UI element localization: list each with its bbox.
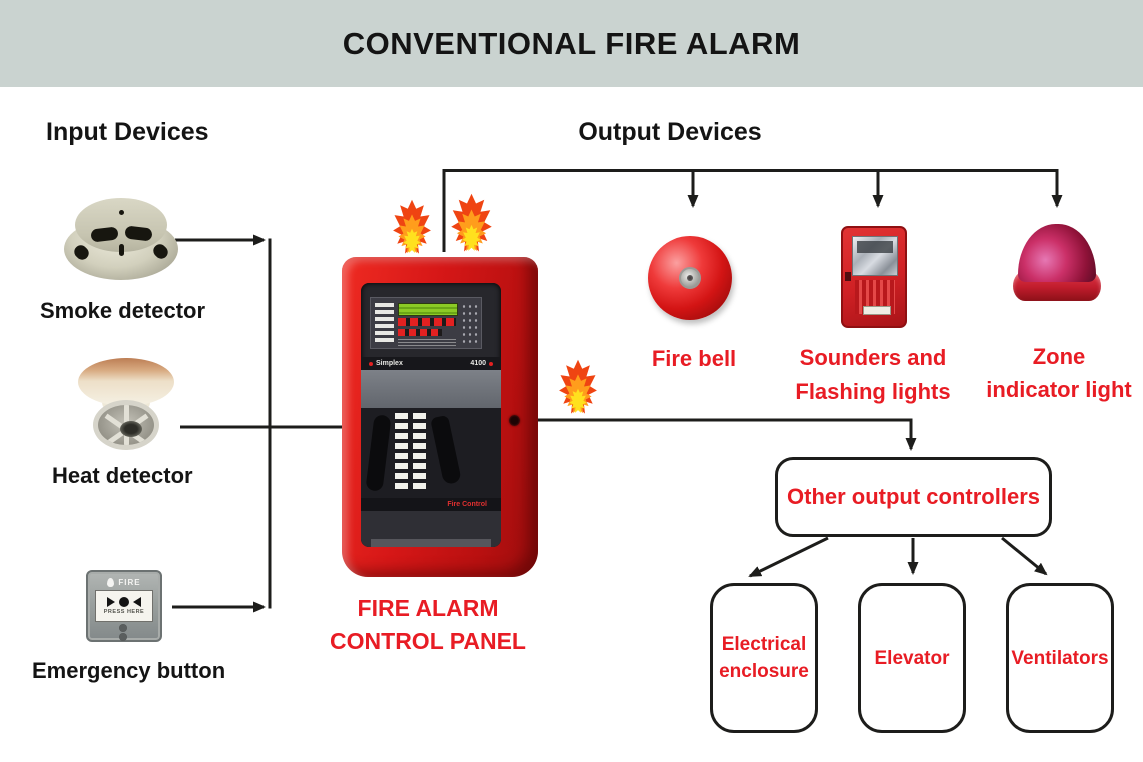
emergency-button-image: FIRE PRESS HERE (86, 570, 162, 642)
flame-icon (107, 577, 115, 587)
panel-lcd-display (398, 303, 458, 316)
panel-model-text: 4100 (470, 360, 486, 367)
elevator-box: Elevator (858, 583, 966, 733)
input-devices-heading: Input Devices (46, 118, 209, 146)
title-bar: CONVENTIONAL FIRE ALARM (0, 0, 1143, 87)
page-title: CONVENTIONAL FIRE ALARM (342, 25, 801, 61)
sounders-label: Sounders and Flashing lights (795, 345, 951, 404)
ventilators-box: Ventilators (1006, 583, 1114, 733)
keyhole-icon (509, 415, 520, 426)
panel-brand-text: Simplex (376, 360, 403, 367)
heat-detector-label: Heat detector (52, 463, 193, 488)
flame-icon (391, 196, 433, 258)
output-devices-heading: Output Devices (578, 118, 762, 146)
fire-control-text: Fire Control (447, 501, 487, 508)
flame-icon (557, 355, 599, 419)
sounder-strobe-image (841, 226, 907, 328)
fire-bell-image (648, 236, 732, 320)
electrical-enclosure-box: Electrical enclosure (710, 583, 818, 733)
smoke-detector-label: Smoke detector (40, 298, 206, 323)
zone-light-label: Zone indicator light (986, 344, 1132, 402)
smoke-detector-image (64, 198, 180, 282)
telephone-handset (430, 414, 462, 486)
flame-icon (449, 188, 494, 258)
press-here-text: PRESS HERE (103, 609, 145, 615)
fire-bell-label: Fire bell (651, 346, 737, 371)
press-target-icon (96, 597, 152, 607)
emergency-button-label: Emergency button (32, 658, 226, 683)
telephone-handset (365, 414, 392, 492)
zone-indicator-light-image (1013, 224, 1101, 310)
heat-detector-image (78, 358, 174, 452)
control-panel-label: FIRE ALARM CONTROL PANEL (330, 595, 526, 654)
call-point-fire-text: FIRE (118, 577, 141, 587)
panel-control-board (370, 297, 482, 349)
fire-alarm-control-panel-image: Simplex 4100 Fire Control (342, 257, 538, 577)
smoke-detector-dome (75, 198, 167, 252)
other-output-controllers-box: Other output controllers (775, 457, 1052, 537)
